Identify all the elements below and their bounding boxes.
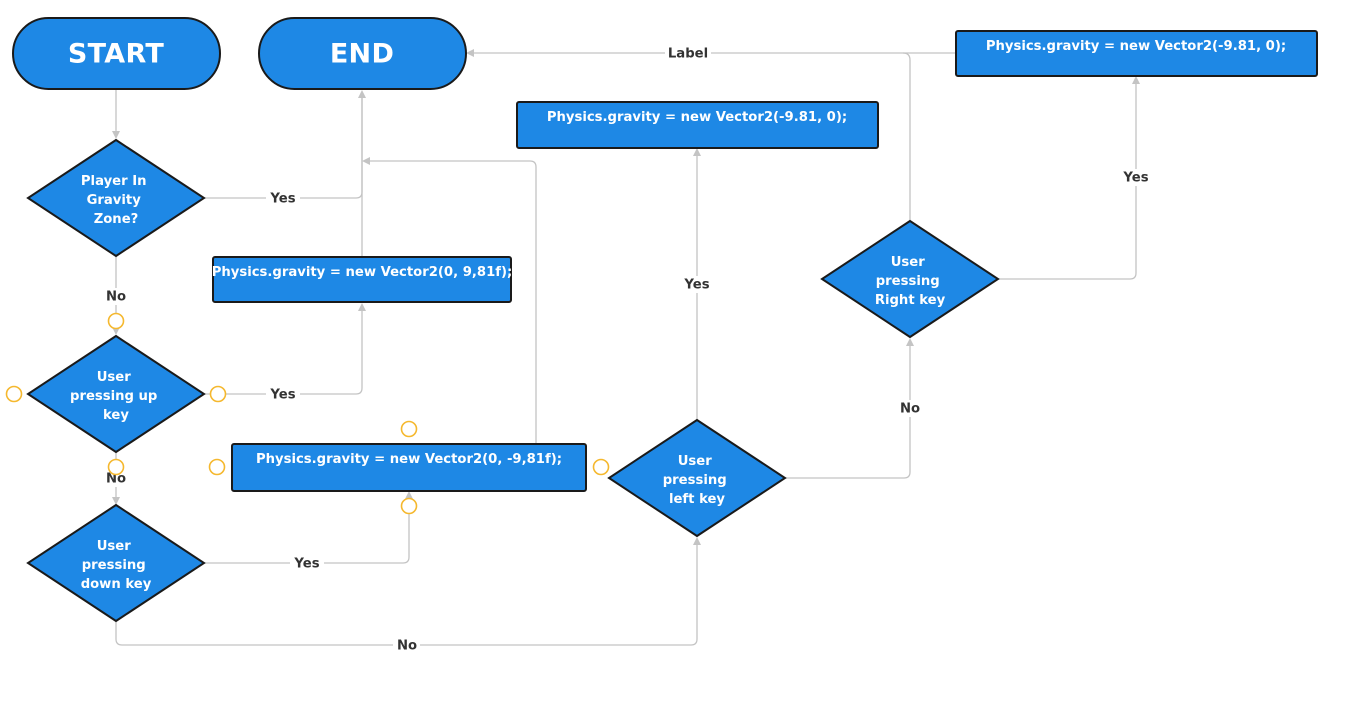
- connection-handle[interactable]: [400, 420, 418, 438]
- decision-down-line-1: User: [97, 539, 132, 554]
- svg-text:Yes: Yes: [683, 278, 709, 293]
- connection-handle[interactable]: [107, 312, 125, 330]
- svg-text:Yes: Yes: [293, 557, 319, 572]
- arrowhead: [358, 303, 366, 311]
- process-gravity-right-label: Physics.gravity = new Vector2(-9.81, 0);: [986, 39, 1286, 54]
- arrowhead: [405, 491, 413, 499]
- connection-handle[interactable]: [592, 458, 610, 476]
- arrowhead: [693, 537, 701, 545]
- selection-handles: [5, 312, 610, 515]
- edge-label-up-yes[interactable]: Yes: [266, 386, 300, 403]
- decision-up-line-3: key: [103, 408, 129, 423]
- decision-left-key[interactable]: User pressing left key: [607, 418, 787, 538]
- process-gravity-up[interactable]: Physics.gravity = new Vector2(0, 9,81f);: [212, 256, 513, 303]
- decision-down-line-3: down key: [81, 577, 152, 592]
- connection-handle[interactable]: [107, 458, 125, 476]
- edge-label-down-yes[interactable]: Yes: [290, 555, 324, 572]
- end-terminator[interactable]: END: [258, 17, 467, 90]
- decision-zone-line-3: Zone?: [94, 212, 139, 227]
- connector-down-no-to-left[interactable]: [115, 545, 698, 646]
- decision-down-line-2: pressing: [82, 558, 146, 573]
- connector-left-no-to-right[interactable]: [785, 346, 911, 479]
- edge-label-down-no[interactable]: No: [393, 637, 420, 654]
- connector-action-down-to-end[interactable]: [370, 160, 537, 443]
- process-gravity-up-label: Physics.gravity = new Vector2(0, 9,81f);: [212, 265, 513, 280]
- svg-text:No: No: [106, 472, 126, 487]
- decision-left-line-2: pressing: [663, 473, 727, 488]
- process-gravity-down[interactable]: Physics.gravity = new Vector2(0, -9,81f)…: [231, 443, 587, 492]
- decision-right-key[interactable]: User pressing Right key: [820, 219, 1000, 339]
- arrowhead: [693, 148, 701, 156]
- arrowhead: [112, 497, 120, 505]
- edge-label-left-yes[interactable]: Yes: [680, 276, 714, 293]
- svg-text:Yes: Yes: [1122, 171, 1148, 186]
- edge-label-to-end[interactable]: Label: [665, 45, 711, 62]
- edge-label-zone-yes[interactable]: Yes: [266, 190, 300, 207]
- arrowhead: [112, 131, 120, 139]
- svg-text:No: No: [106, 290, 126, 305]
- decision-up-key[interactable]: User pressing up key: [26, 334, 206, 454]
- start-terminator[interactable]: START: [12, 17, 221, 90]
- decision-right-line-3: Right key: [875, 293, 946, 308]
- edge-label-left-no[interactable]: No: [896, 400, 923, 417]
- svg-text:Yes: Yes: [269, 192, 295, 207]
- connector-right-yes-to-action[interactable]: [998, 84, 1137, 280]
- decision-up-line-2: pressing up: [70, 389, 157, 404]
- arrowhead: [906, 338, 914, 346]
- decision-gravity-zone[interactable]: Player In Gravity Zone?: [26, 138, 206, 258]
- decision-right-line-1: User: [891, 255, 926, 270]
- arrowhead: [466, 49, 474, 57]
- svg-text:User pressing left: User pressing left key: [663, 454, 732, 507]
- decision-zone-line-1: Player In: [81, 174, 147, 189]
- connector-up-yes-to-action[interactable]: [204, 311, 363, 395]
- arrowhead: [358, 90, 366, 98]
- svg-text:No: No: [900, 402, 920, 417]
- svg-text:Yes: Yes: [269, 388, 295, 403]
- decision-right-line-2: pressing: [876, 274, 940, 289]
- decision-up-line-1: User: [97, 370, 132, 385]
- decision-zone-line-2: Gravity: [87, 193, 142, 208]
- svg-text:No: No: [397, 639, 417, 654]
- decision-left-line-1: User: [678, 454, 713, 469]
- connector-zone-yes-to-end[interactable]: [204, 98, 363, 199]
- connection-handle[interactable]: [208, 458, 226, 476]
- edge-label-right-yes[interactable]: Yes: [1119, 169, 1153, 186]
- arrowhead: [1132, 76, 1140, 84]
- connector-down-yes-to-action[interactable]: [204, 499, 410, 564]
- end-label: END: [330, 39, 394, 70]
- edge-label-zone-no[interactable]: No: [103, 288, 130, 305]
- connector-right-top-to-end-line[interactable]: [902, 52, 911, 220]
- decision-left-line-3: left key: [669, 492, 725, 507]
- process-gravity-right[interactable]: Physics.gravity = new Vector2(-9.81, 0);: [955, 30, 1318, 77]
- process-gravity-left[interactable]: Physics.gravity = new Vector2(-9.81, 0);: [516, 101, 879, 149]
- connection-handle[interactable]: [209, 385, 227, 403]
- decision-down-key[interactable]: User pressing down key: [26, 503, 206, 623]
- arrowhead: [362, 157, 370, 165]
- process-gravity-left-label: Physics.gravity = new Vector2(-9.81, 0);: [547, 110, 847, 125]
- edge-labels: Yes No Yes No Yes No Yes No: [103, 45, 1153, 654]
- connection-handle[interactable]: [5, 385, 23, 403]
- process-gravity-down-label: Physics.gravity = new Vector2(0, -9,81f)…: [256, 452, 562, 467]
- svg-text:User pressing up k: User pressing up key: [70, 370, 162, 423]
- start-label: START: [68, 39, 164, 70]
- svg-text:User pressing down: User pressing down key: [81, 539, 152, 592]
- svg-text:User pressing Righ: User pressing Right key: [875, 255, 946, 308]
- svg-text:Label: Label: [668, 47, 708, 62]
- edge-label-up-no[interactable]: No: [103, 470, 130, 487]
- connection-handle[interactable]: [400, 497, 418, 515]
- svg-text:Player In Gravity: Player In Gravity Zone?: [81, 174, 151, 227]
